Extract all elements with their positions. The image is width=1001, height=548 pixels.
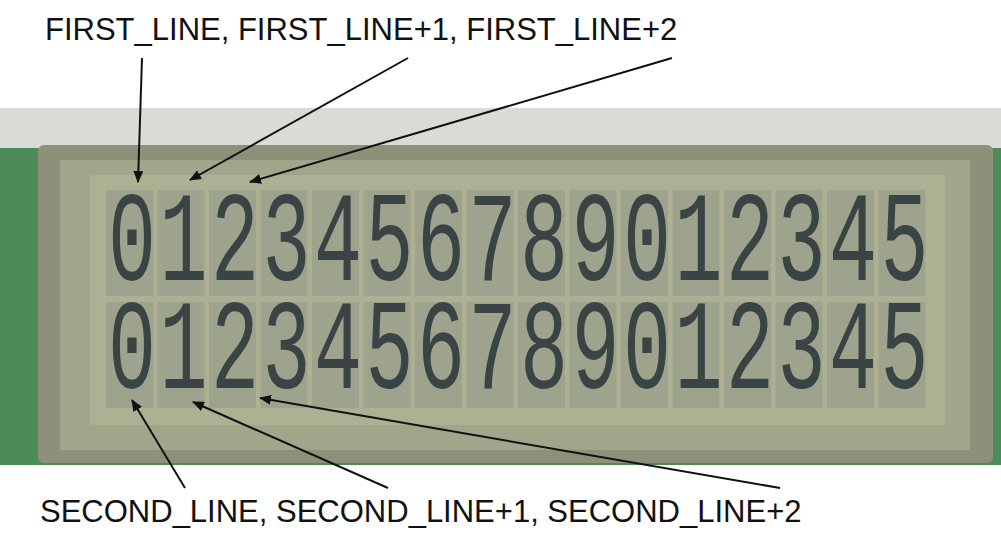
display-glass [90, 175, 945, 425]
leader-line [190, 58, 408, 180]
line-address-label: FIRST_LINE, FIRST_LINE+1, FIRST_LINE+2 [45, 12, 677, 48]
pcb [0, 110, 1001, 465]
bezel-inner [60, 160, 970, 450]
lcd-row-text: 0123456789012345 [108, 290, 932, 418]
leader-line [250, 58, 672, 182]
line-address-label: SECOND_LINE, SECOND_LINE+1, SECOND_LINE+… [40, 494, 802, 530]
bezel [38, 145, 993, 463]
leader-line [138, 58, 142, 182]
connector-strip [0, 108, 1001, 148]
